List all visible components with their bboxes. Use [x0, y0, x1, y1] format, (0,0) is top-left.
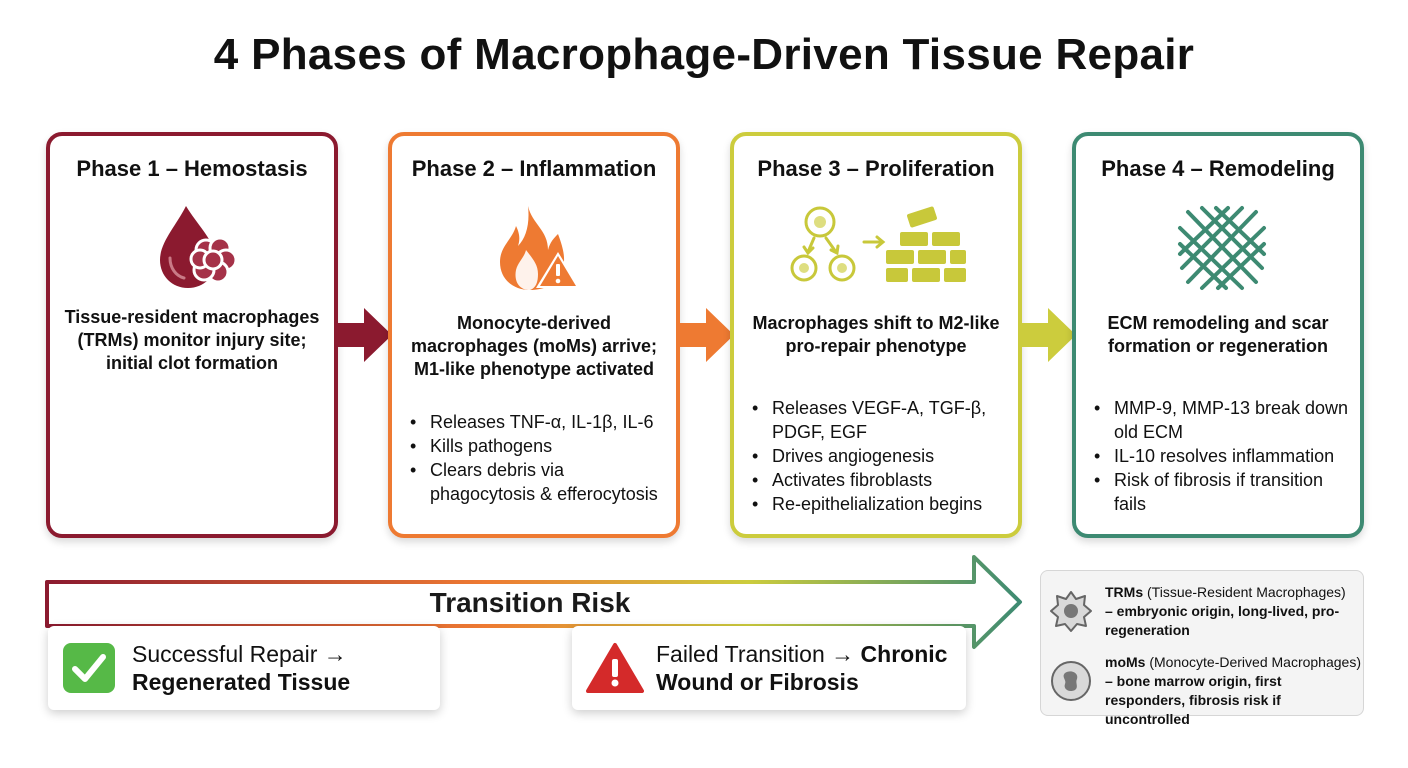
legend: TRMs (Tissue-Resident Macrophages) – emb… — [1040, 570, 1364, 727]
mesh-icon — [1172, 202, 1272, 292]
blood-drop-icon — [146, 202, 246, 292]
successful-repair-text: Successful Repair → Regenerated Tissue — [132, 640, 350, 696]
legend-mom-desc: – bone marrow origin, first responders, … — [1105, 673, 1282, 727]
legend-trm-full: (Tissue-Resident Macrophages) — [1147, 584, 1346, 600]
list-item: Kills pathogens — [410, 434, 666, 458]
phase-4-title: Phase 4 – Remodeling — [1101, 156, 1335, 181]
phase-3-to-4-arrow — [1020, 308, 1076, 362]
failed-transition-text: Failed Transition → Chronic Wound or Fib… — [656, 640, 947, 696]
phase-3-title: Phase 3 – Proliferation — [757, 156, 995, 181]
legend-mom-abbr: moMs — [1105, 654, 1146, 670]
transition-risk-label: Transition Risk — [429, 587, 631, 618]
failure-result: Wound or Fibrosis — [656, 669, 859, 695]
legend-trm-text: TRMs (Tissue-Resident Macrophages) – emb… — [1105, 583, 1363, 640]
list-item: IL-10 resolves inflammation — [1094, 444, 1350, 468]
legend-mom-text: moMs (Monocyte-Derived Macrophages) – bo… — [1105, 653, 1363, 729]
phase-1-title: Phase 1 – Hemostasis — [76, 156, 308, 181]
mom-cell-icon — [1049, 659, 1093, 703]
legend-mom-full: (Monocyte-Derived Macrophages) — [1149, 654, 1361, 670]
check-icon — [62, 642, 116, 694]
phase-2-summary: Monocyte-derived macrophages (moMs) arri… — [410, 313, 658, 379]
flame-warning-icon — [488, 202, 588, 292]
list-item: Clears debris via phagocytosis & efferoc… — [410, 458, 666, 506]
list-item: Activates fibroblasts — [752, 468, 1008, 492]
failure-result-inline: Chronic — [860, 641, 948, 667]
list-item: Drives angiogenesis — [752, 444, 1008, 468]
list-item: Releases VEGF-A, TGF-β, PDGF, EGF — [752, 396, 1008, 444]
phase-2-card: Phase 2 – Inflammation Monocyte-derived … — [388, 132, 680, 538]
failed-transition-box: Failed Transition → Chronic Wound or Fib… — [572, 626, 966, 710]
failure-prefix: Failed Transition → — [656, 641, 855, 667]
phase-3-summary: Macrophages shift to M2-like pro-repair … — [752, 313, 1000, 356]
phase-4-bullets: MMP-9, MMP-13 break down old ECM IL-10 r… — [1094, 396, 1350, 516]
phase-2-bullets: Releases TNF-α, IL-1β, IL-6 Kills pathog… — [410, 410, 666, 506]
phase-4-card: Phase 4 – Remodeling ECM remodeling and … — [1072, 132, 1364, 538]
trm-cell-icon — [1049, 589, 1093, 633]
phase-1-card: Phase 1 – Hemostasis Tissue-resident mac… — [46, 132, 338, 538]
phase-1-summary: Tissue-resident macrophages (TRMs) monit… — [64, 307, 320, 373]
phase-3-bullets: Releases VEGF-A, TGF-β, PDGF, EGF Drives… — [752, 396, 1008, 516]
success-prefix: Successful Repair → — [132, 641, 347, 667]
phase-2-title: Phase 2 – Inflammation — [411, 156, 657, 181]
phase-2-to-3-arrow — [678, 308, 734, 362]
legend-trm-abbr: TRMs — [1105, 584, 1144, 600]
success-result: Regenerated Tissue — [132, 669, 351, 695]
page-title: 4 Phases of Macrophage-Driven Tissue Rep… — [213, 30, 1195, 79]
legend-trm-desc: – embryonic origin, long-lived, pro-rege… — [1105, 603, 1340, 638]
phase-1-to-2-arrow — [336, 308, 392, 362]
list-item: Re-epithelialization begins — [752, 492, 1008, 516]
list-item: MMP-9, MMP-13 break down old ECM — [1094, 396, 1350, 444]
list-item: Risk of fibrosis if transition fails — [1094, 468, 1350, 516]
cells-to-bricks-icon — [790, 202, 970, 292]
warning-icon — [586, 642, 644, 694]
successful-repair-box: Successful Repair → Regenerated Tissue — [48, 626, 440, 710]
list-item: Releases TNF-α, IL-1β, IL-6 — [410, 410, 666, 434]
phase-3-card: Phase 3 – Proliferation — [730, 132, 1022, 538]
phase-4-summary: ECM remodeling and scar formation or reg… — [1107, 313, 1329, 356]
